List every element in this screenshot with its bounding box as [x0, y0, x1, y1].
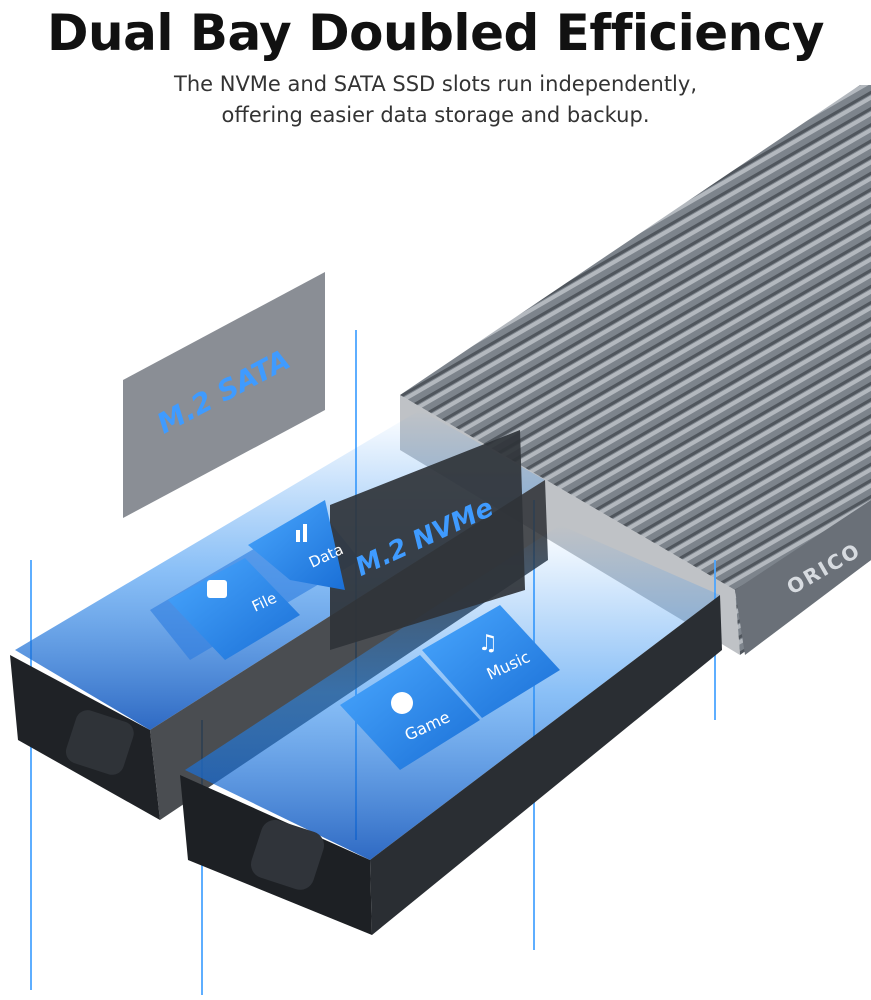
subtitle-line-2: offering easier data storage and backup.: [221, 103, 650, 127]
nvme-label-panel: M.2 NVMe: [330, 430, 525, 650]
tile-game: Game: [340, 655, 480, 770]
tile-music: ♫ Music: [422, 605, 560, 718]
sata-label-panel: M.2 SATA: [123, 272, 325, 518]
music-note-icon: ♫: [478, 631, 498, 656]
subtitle-line-1: The NVMe and SATA SSD slots run independ…: [174, 72, 697, 96]
tile-file: File: [168, 558, 300, 660]
tile-data: Data: [248, 500, 346, 590]
headline: Dual Bay Doubled Efficiency: [46, 4, 825, 62]
gamepad-icon: [391, 692, 413, 714]
